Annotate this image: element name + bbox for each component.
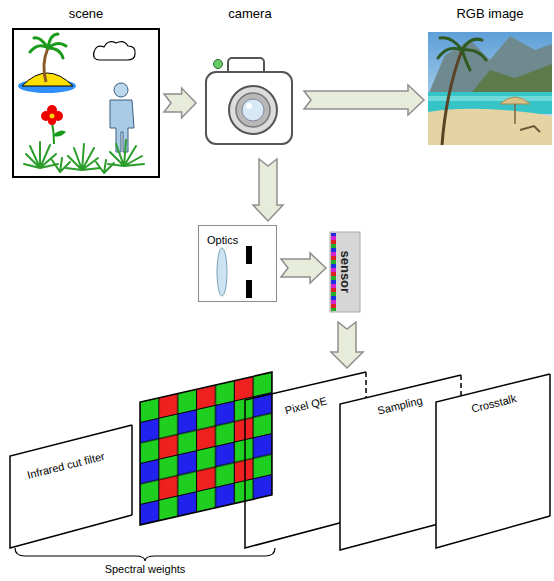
optics-parts xyxy=(217,246,252,298)
block-arrow xyxy=(281,253,326,283)
plane-edge xyxy=(436,374,550,548)
block-arrow xyxy=(304,85,424,115)
camera-icon: camera xyxy=(200,40,300,155)
sensor-label: sensor xyxy=(337,251,353,294)
stage-plane: Crosstalk xyxy=(435,373,551,549)
optics-box: Optics xyxy=(198,225,277,302)
rgb-photo xyxy=(428,32,552,145)
plane-fill xyxy=(10,425,132,548)
sensor-strip xyxy=(330,232,360,312)
plane-edge xyxy=(549,374,551,516)
label-holder: Spectral weights xyxy=(75,563,215,576)
picture-title: camera xyxy=(200,6,300,22)
scene-picture: scene xyxy=(12,28,160,178)
rgb-image: RGB image xyxy=(428,30,552,146)
bayer-filter xyxy=(140,372,272,525)
block-arrow xyxy=(164,88,196,118)
sensor-strip: sensor xyxy=(330,232,360,312)
bracket xyxy=(15,548,275,561)
box-label: Optics xyxy=(207,234,238,247)
block-arrow xyxy=(331,322,363,368)
scene-illustration xyxy=(18,34,144,173)
plane-outline xyxy=(9,424,133,549)
stage-plane: Infrared cut filter xyxy=(9,424,133,549)
camera-illustration xyxy=(206,58,292,144)
picture-title: RGB image xyxy=(428,6,552,22)
plane-label: Pixel QE xyxy=(284,394,329,417)
plane-fill xyxy=(436,374,550,548)
picture-title: scene xyxy=(14,6,158,22)
group-label: Spectral weights xyxy=(75,563,215,576)
plane-edge xyxy=(10,425,132,548)
plane-edge xyxy=(131,425,133,515)
block-arrow xyxy=(253,159,283,221)
